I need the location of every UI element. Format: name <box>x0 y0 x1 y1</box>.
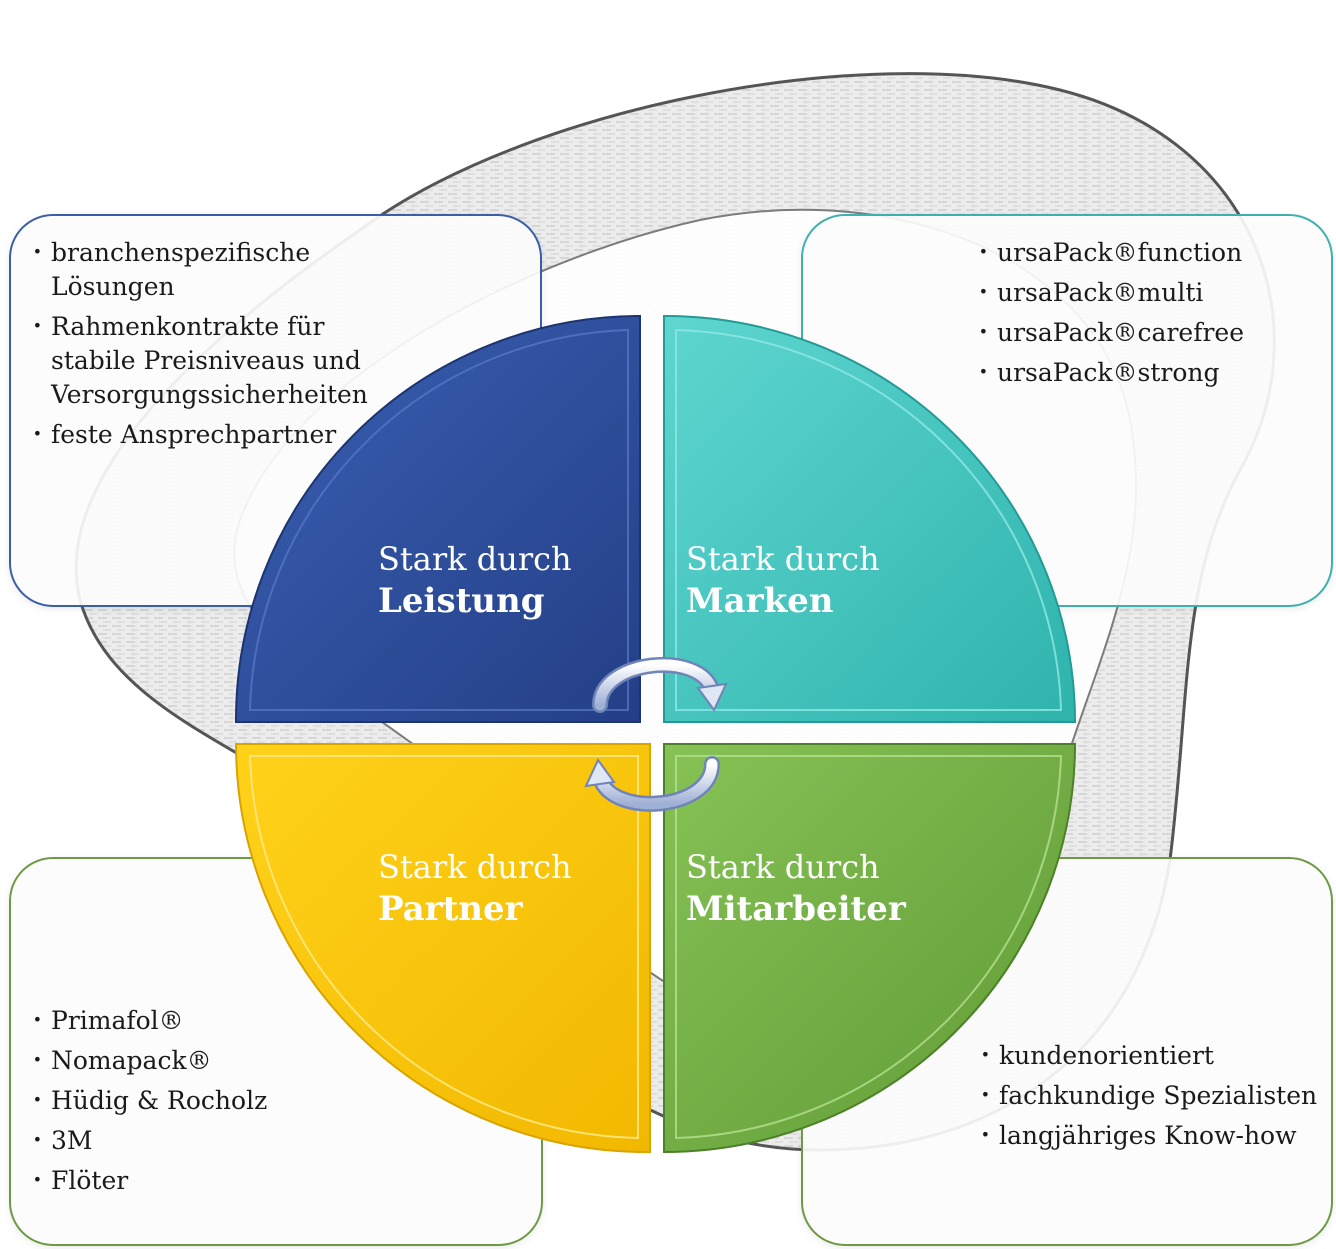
quadrant-partner-line2: Partner <box>378 889 524 929</box>
quadrant-marken-line2: Marken <box>686 581 834 621</box>
info-box-leistung: branchenspezifische Lösungen Rahmenkontr… <box>9 214 542 607</box>
marken-list: ursaPack®function ursaPack®multi ursaPac… <box>969 235 1329 396</box>
list-item: Nomapack® <box>23 1043 383 1078</box>
cycle-arrows-icon <box>584 656 728 812</box>
list-item: Hüdig & Rocholz <box>23 1083 383 1118</box>
list-item: branchenspezifische Lösungen <box>23 235 363 304</box>
quadrant-partner: Stark durch Partner <box>234 743 651 1154</box>
quadrant-partner-line1: Stark durch <box>378 848 572 886</box>
quadrant-leistung-line2: Leistung <box>378 581 545 621</box>
quadrant-leistung: Stark durch Leistung <box>234 314 641 723</box>
list-item: fachkundige Spezialisten <box>971 1078 1331 1113</box>
quadrant-mitarbeiter-line2: Mitarbeiter <box>686 889 907 929</box>
mitarbeiter-list: kundenorientiert fachkundige Spezialiste… <box>971 1038 1331 1159</box>
list-item: Primafol® <box>23 1003 383 1038</box>
list-item: feste Ansprechpartner <box>23 417 363 452</box>
list-item: kundenorientiert <box>971 1038 1331 1073</box>
list-item: Rahmenkontrakte für stabile Preisniveaus… <box>23 309 368 412</box>
quadrant-leistung-line1: Stark durch <box>378 540 572 578</box>
partner-list: Primafol® Nomapack® Hüdig & Rocholz 3M F… <box>23 1003 383 1204</box>
list-item: ursaPack®multi <box>969 275 1329 310</box>
quadrant-marken-line1: Stark durch <box>686 540 880 578</box>
list-item: ursaPack®function <box>969 235 1329 270</box>
leistung-list: branchenspezifische Lösungen Rahmenkontr… <box>23 235 368 458</box>
list-item: langjähriges Know-how <box>971 1118 1331 1153</box>
quadrant-mitarbeiter-line1: Stark durch <box>686 848 880 886</box>
list-item: ursaPack®strong <box>969 355 1329 390</box>
list-item: Flöter <box>23 1163 383 1198</box>
quadrant-marken: Stark durch Marken <box>663 314 1077 723</box>
list-item: 3M <box>23 1123 383 1158</box>
list-item: ursaPack®carefree <box>969 315 1329 350</box>
quadrant-mitarbeiter: Stark durch Mitarbeiter <box>663 743 1077 1154</box>
